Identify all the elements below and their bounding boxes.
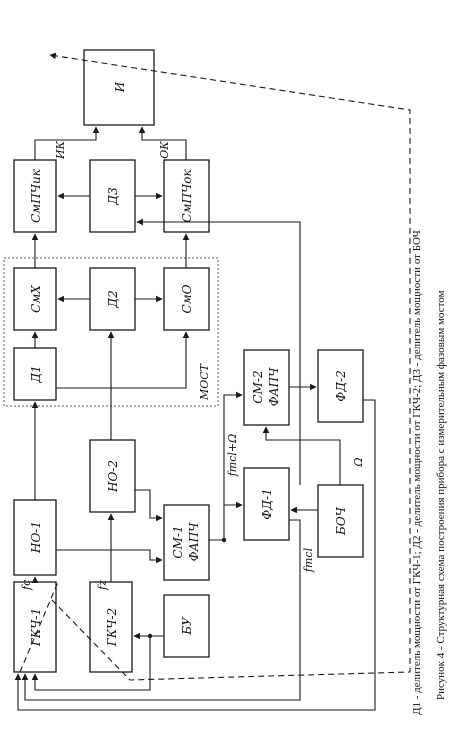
svg-text:Д3: Д3 [106, 187, 120, 206]
block-smx: СмХ [13, 267, 57, 331]
junction-cm1 [221, 537, 227, 543]
wire-no2-cm1 [135, 489, 163, 522]
svg-text:ФАПЧ: ФАПЧ [187, 522, 201, 562]
figure-caption-legend: Д1 - делитель мощности от ГКЧ-1; Д2 - де… [411, 230, 423, 715]
wire-no1-cm1 [56, 549, 163, 564]
label-ok: ОК [158, 141, 171, 159]
svg-text:СмПЧик: СмПЧик [29, 168, 43, 223]
svg-text:СмПЧок: СмПЧок [180, 169, 194, 223]
svg-text:БОЧ: БОЧ [334, 506, 348, 536]
block-fd2: ФД-2 [317, 349, 364, 423]
block-d3: Д3 [89, 159, 136, 233]
label-fz: fz [96, 580, 109, 591]
wire-bu-gkch1 [31, 636, 151, 691]
block-bu: БУ [163, 594, 210, 658]
block-smlchok: СмПЧок [163, 159, 210, 233]
label-fc: fc [20, 580, 33, 591]
wire-ik [34, 126, 100, 160]
wire-fd2-gkch [14, 399, 376, 711]
svg-text:БУ: БУ [180, 616, 194, 636]
label-omega: Ω [352, 457, 365, 467]
block-smo: СмО [163, 267, 210, 331]
svg-text:ФД-2: ФД-2 [334, 370, 348, 401]
svg-text:ФАПЧ: ФАПЧ [267, 367, 281, 407]
svg-text:СмХ: СмХ [29, 285, 43, 313]
svg-text:СМ-1: СМ-1 [171, 525, 185, 558]
junction-bu [147, 633, 153, 639]
svg-text:ГКЧ-1: ГКЧ-1 [29, 608, 43, 647]
block-gkch2: ГКЧ-2 [89, 581, 133, 673]
svg-text:СмО: СмО [180, 284, 194, 313]
svg-text:НО-1: НО-1 [29, 521, 43, 554]
svg-text:Д1: Д1 [29, 365, 43, 383]
block-cm1-fapch: СМ-1 ФАПЧ [163, 504, 210, 581]
block-no1: НО-1 [13, 499, 57, 576]
svg-text:И: И [113, 81, 127, 93]
figure-caption-title: Рисунок 4 - Структурная схема построения… [435, 290, 447, 700]
block-fd1: ФД-1 [243, 467, 290, 541]
wire-boch-cm2 [262, 426, 341, 485]
svg-text:Д2: Д2 [106, 290, 120, 308]
label-fmcl: fmcl [302, 547, 315, 573]
block-d1: Д1 [13, 347, 57, 401]
wire-boch-d3 [136, 218, 301, 485]
dashed-control-line [49, 52, 411, 681]
block-no2: НО-2 [89, 439, 136, 513]
svg-text:СМ-2: СМ-2 [251, 370, 265, 403]
wire-cm1-cm2 [223, 391, 243, 505]
svg-text:ГКЧ-2: ГКЧ-2 [105, 608, 119, 647]
block-gkch1: ГКЧ-1 [13, 581, 57, 673]
most-label: МОСТ [198, 362, 211, 401]
block-cm2-fapch: СМ-2 ФАПЧ [243, 349, 290, 426]
dashed-gkch-tune [19, 581, 59, 673]
wire-fd1-gkch1 [21, 519, 301, 701]
svg-text:ФД-1: ФД-1 [260, 488, 274, 519]
block-smlchik: СмПЧик [13, 159, 57, 233]
wire-d1-smo [56, 331, 190, 389]
svg-text:НО-2: НО-2 [106, 460, 120, 493]
label-ik: ИК [54, 140, 67, 160]
wire-ok [138, 126, 187, 160]
label-fmcl-omega: fmcl+Ω [226, 434, 239, 478]
block-d2: Д2 [89, 267, 136, 331]
block-boch: БОЧ [317, 484, 364, 558]
wire-cm1-fd1 [209, 501, 243, 541]
